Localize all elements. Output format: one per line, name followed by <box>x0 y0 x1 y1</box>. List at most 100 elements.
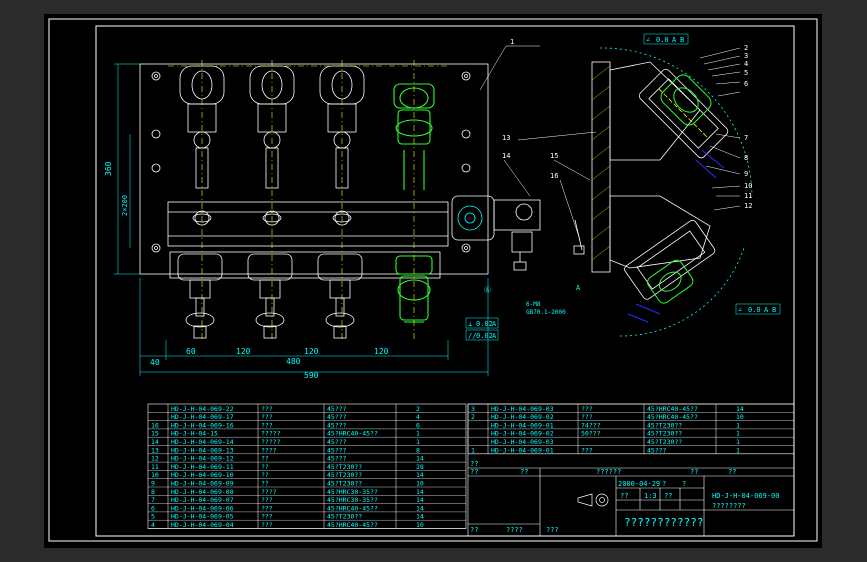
title-block-text: ?? ?? ?????? ?? ?? 2000-04-29 ? ? ?? 1:3… <box>470 460 779 534</box>
table-cell: HD-J-H-04-069-17 <box>171 413 234 421</box>
svg-text:A: A <box>764 306 769 314</box>
table-cell: 45??? <box>327 413 347 421</box>
dim-span-c: 120 <box>304 347 319 356</box>
table-cell: ??? <box>261 521 273 529</box>
svg-text:A: A <box>672 36 677 44</box>
table-cell: ?? <box>261 471 269 479</box>
callout-12: 12 <box>744 202 752 210</box>
side-base-plate <box>591 61 611 273</box>
tb-header-2: ?? <box>520 468 528 476</box>
table-cell: 12 <box>151 455 159 463</box>
svg-text:0.0: 0.0 <box>748 306 761 314</box>
table-cell: 13 <box>151 446 159 454</box>
dim-span-d: 120 <box>374 347 389 356</box>
table-cell: HD-J-H-04-069-01 <box>491 421 554 429</box>
table-cell: 2 <box>416 405 420 413</box>
tolerance-box-side-top: ∠ 0.0 A B <box>643 33 689 45</box>
datum-label-b: Ⓐ <box>484 286 491 294</box>
svg-text:A: A <box>492 320 497 328</box>
tb-header-5: ?? <box>728 468 736 476</box>
dimensions-front <box>114 63 489 376</box>
dim-offset-left: 40 <box>150 358 160 367</box>
table-cell: 14 <box>736 405 744 413</box>
table-cell: 45??? <box>327 438 347 446</box>
table-cell: 4 <box>151 521 155 529</box>
table-cell: ??? <box>261 496 273 504</box>
tb-qty-3: ?? <box>620 492 628 500</box>
svg-text:⊥: ⊥ <box>468 320 472 328</box>
tolerance-box-front-1: ⊥ 0.02 A <box>465 317 499 329</box>
base-plate <box>139 63 489 275</box>
table-cell: 45?T230?? <box>327 463 362 471</box>
callout-14: 14 <box>502 152 510 160</box>
table-cell: 45?T230?? <box>647 430 682 438</box>
table-cell: 45?T230?? <box>647 438 682 446</box>
datum-label-a: A <box>576 284 581 292</box>
table-cell: 10 <box>736 413 744 421</box>
table-cell: ??? <box>261 513 273 521</box>
table-cell: HD-J-H-04-069-08 <box>171 488 234 496</box>
table-cell: ??? <box>261 504 273 512</box>
table-cell: HD-J-H-04-069-22 <box>171 405 234 413</box>
title-block <box>467 403 795 537</box>
callout-1: 1 <box>510 38 514 46</box>
table-cell: HD-J-H-04-069-11 <box>171 463 234 471</box>
table-cell: 28 <box>416 463 424 471</box>
table-cell: HD-J-H-04-069-05 <box>171 513 234 521</box>
svg-text:0.02: 0.02 <box>476 320 493 328</box>
callout-15: 15 <box>550 152 558 160</box>
table-cell: HD-J-H-04-069-06 <box>171 504 234 512</box>
table-cell: 45?T230?? <box>327 513 362 521</box>
table-cell: 14 <box>416 496 424 504</box>
clamp-rail <box>167 201 449 247</box>
table-cell: 50??? <box>581 430 601 438</box>
svg-text:A: A <box>492 332 497 340</box>
table-cell: HD-J-H-04-069-10 <box>171 471 234 479</box>
tb-qty-2: ? <box>682 480 686 488</box>
callout-6: 6 <box>744 80 748 88</box>
table-cell: 45?HRC40-45?? <box>647 405 698 413</box>
table-cell: 1 <box>416 438 420 446</box>
table-cell: 45??? <box>327 405 347 413</box>
callout-4: 4 <box>744 60 748 68</box>
table-cell: HD-J-H-04-069-02 <box>491 413 554 421</box>
tb-drawing-number: HD-J-H-04-069-00 <box>712 492 779 500</box>
table-cell: 14 <box>151 438 159 446</box>
thread-note: 6-M8 <box>526 301 541 308</box>
table-cell: 4 <box>416 413 420 421</box>
tb-left-q-2: ???? <box>506 526 523 534</box>
table-cell: 3 <box>471 405 475 413</box>
table-cell: 1 <box>736 421 740 429</box>
table-cell: 11 <box>151 463 159 471</box>
table-cell: ???? <box>261 488 277 496</box>
table-cell: 6 <box>416 421 420 429</box>
tb-sheet-info: ???????? <box>712 502 746 510</box>
table-cell: 45??? <box>327 455 347 463</box>
clamp-stations-lower <box>177 253 363 339</box>
front-view <box>139 63 489 339</box>
table-cell: 45??? <box>327 421 347 429</box>
table-cell: ?? <box>261 455 269 463</box>
table-cell: ????? <box>261 430 281 438</box>
thread-note-standard: GB70.1-2000 <box>526 309 566 316</box>
table-cell: 1 <box>736 446 740 454</box>
table-cell: HD-J-H-04-15 <box>171 430 218 438</box>
table-cell: 10 <box>416 480 424 488</box>
table-cell: 14 <box>416 471 424 479</box>
table-cell: 9 <box>151 480 155 488</box>
table-cell: 14 <box>416 504 424 512</box>
table-cell: HD-J-H-04-069-16 <box>171 421 234 429</box>
table-cell: 45?HRC30-35?? <box>327 488 378 496</box>
table-cell: 45?T230?? <box>327 480 362 488</box>
table-cell: 45??? <box>327 446 347 454</box>
table-cell: HD-J-H-04-069-03 <box>491 405 554 413</box>
table-cell: 45??? <box>647 446 667 454</box>
dim-pitch: 2×200 <box>121 195 129 216</box>
table-cell: ?? <box>261 463 269 471</box>
dim-span-b: 120 <box>236 347 251 356</box>
side-highlighted-parts <box>647 74 712 304</box>
table-cell: ??? <box>261 421 273 429</box>
table-cell: ??? <box>261 413 273 421</box>
table-cell: 10 <box>416 521 424 529</box>
